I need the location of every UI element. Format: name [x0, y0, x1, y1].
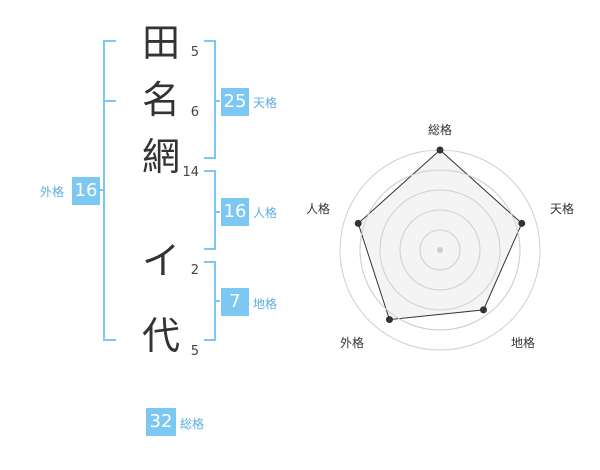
gaikaku-value-badge: 16 [72, 177, 100, 205]
chikaku-value-badge: 7 [221, 288, 249, 316]
radar-point-2 [479, 306, 487, 314]
radar-point-4 [354, 219, 362, 227]
name-char-5: 代 [141, 314, 180, 358]
stroke-count-4: 2 [190, 263, 199, 278]
stroke-count-5: 5 [190, 344, 199, 359]
stroke-count-1: 5 [190, 45, 199, 60]
name-char-1: 田 [141, 21, 180, 65]
tenkaku-label: 天格 [253, 96, 278, 110]
radar-label-jinkaku: 人格 [305, 202, 331, 216]
radar-point-1 [518, 219, 526, 227]
radar-polygon [357, 149, 523, 321]
tenkaku-bracket [204, 40, 216, 159]
stroke-count-3: 14 [182, 165, 199, 180]
tenkaku-value-badge: 25 [221, 88, 249, 116]
radar-point-3 [385, 316, 393, 324]
radar-inner-ring-3 [379, 189, 501, 311]
radar-inner-ring-4 [359, 169, 521, 331]
name-char-3: 網 [141, 135, 180, 179]
jinkaku-label: 人格 [253, 206, 278, 220]
soukaku-value-badge: 32 [146, 408, 176, 436]
radar-label-chikaku: 地格 [510, 336, 536, 350]
radar-inner-ring-1 [419, 229, 461, 271]
chikaku-label: 地格 [253, 297, 278, 311]
radar-inner-ring-2 [399, 209, 481, 291]
soukaku-label: 総格 [180, 417, 205, 431]
radar-label-soukaku: 総格 [427, 123, 453, 137]
jinkaku-value-badge: 16 [221, 198, 249, 226]
radar-point-0 [436, 146, 444, 154]
radar-label-tenkaku: 天格 [549, 202, 575, 216]
jinkaku-bracket [204, 170, 216, 250]
name-char-4: イ [141, 239, 180, 283]
stroke-count-2: 6 [190, 105, 199, 120]
radar-center-dot [437, 247, 443, 253]
name-char-2: 名 [141, 78, 180, 122]
radar-label-gaikaku: 外格 [339, 336, 365, 350]
gaikaku-label: 外格 [40, 185, 65, 199]
